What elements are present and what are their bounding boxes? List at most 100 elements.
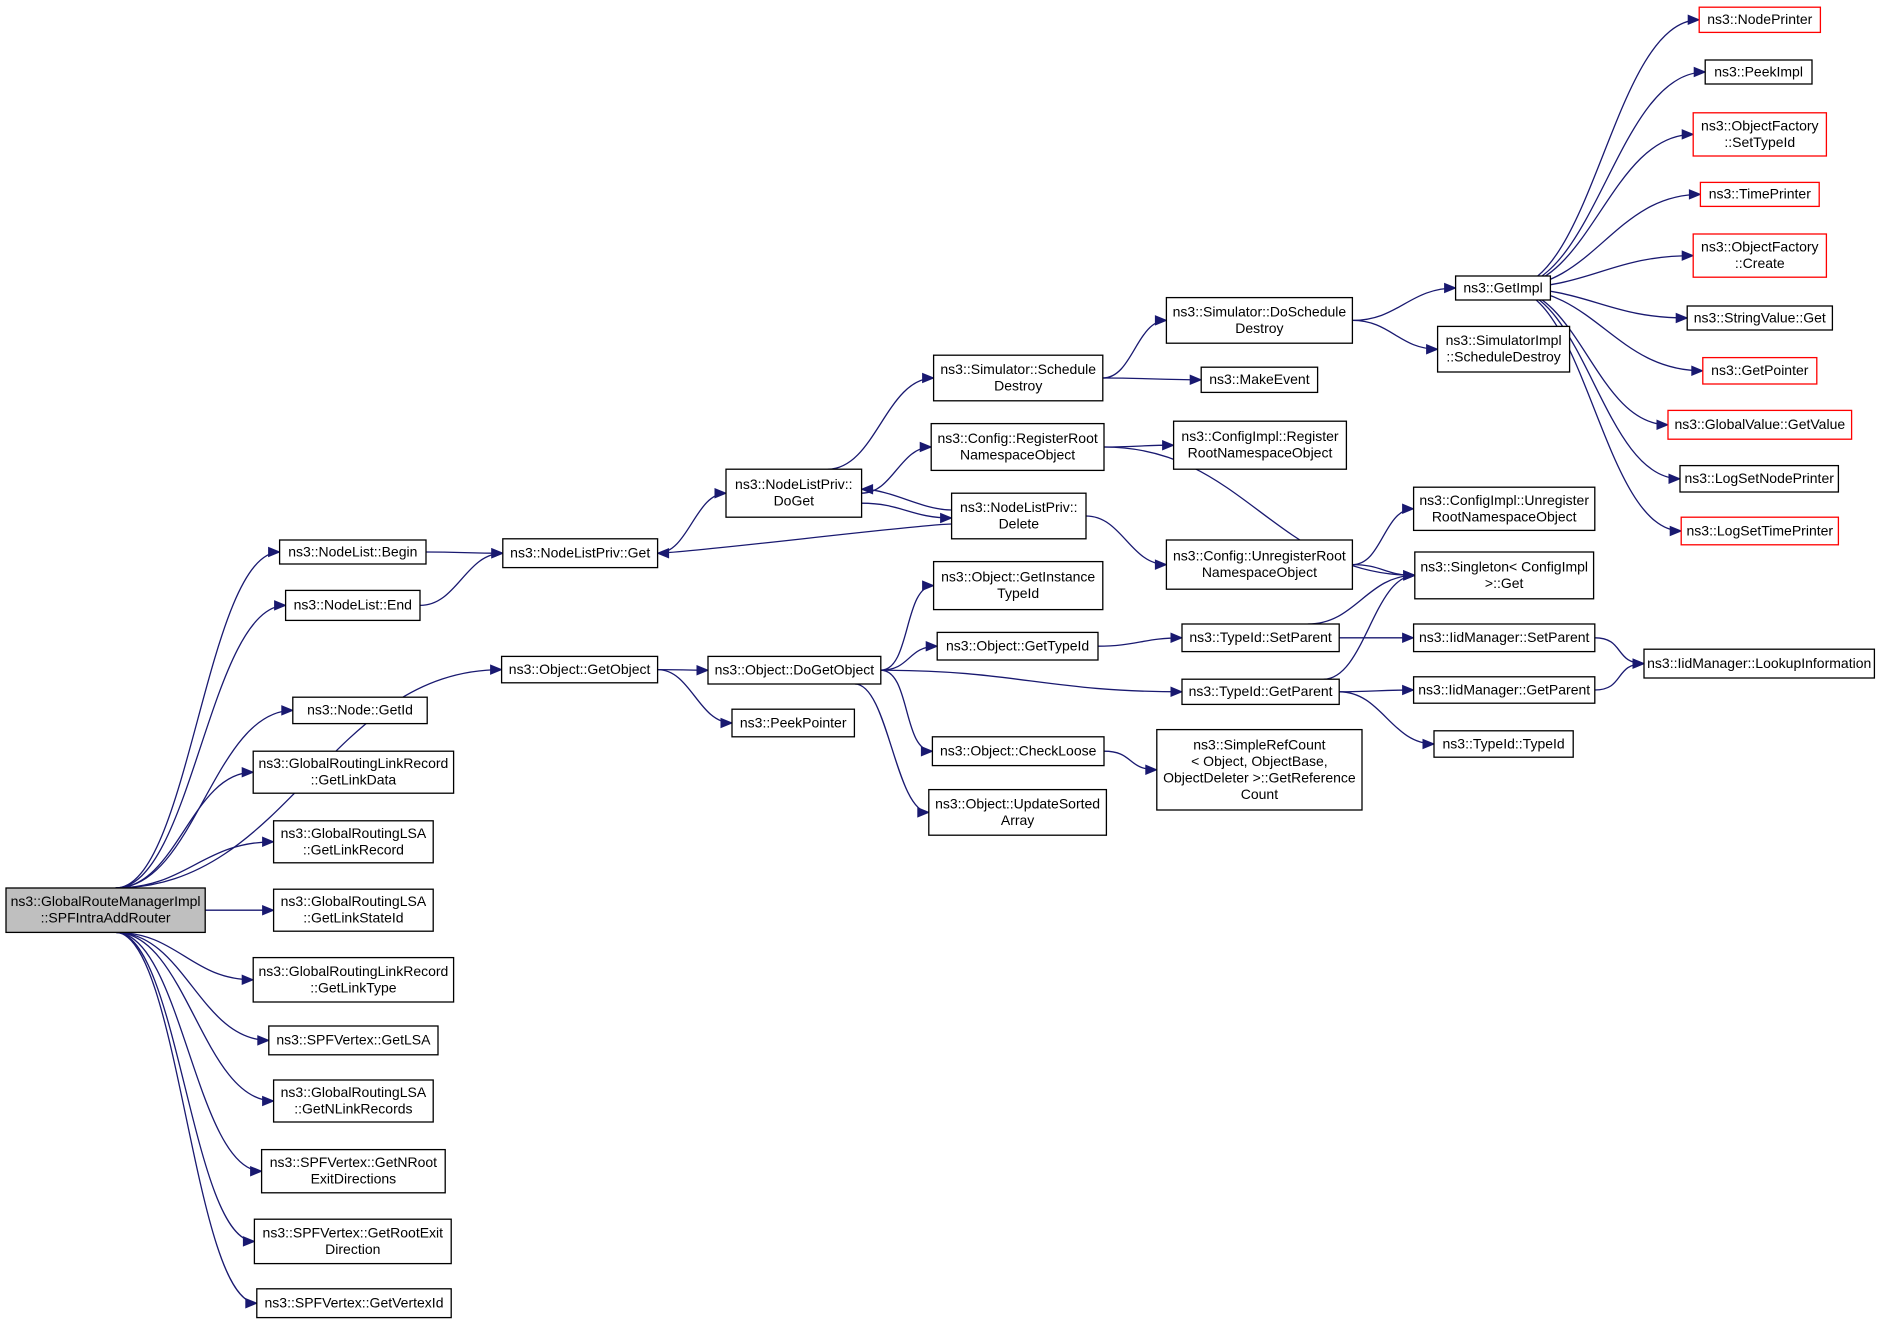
node-peekpointer[interactable]: ns3::PeekPointer [731, 708, 856, 738]
edge-typeid_getparent-to-typeid_typeid [1339, 691, 1435, 745]
node-obj_checkloose[interactable]: ns3::Object::CheckLoose [931, 736, 1105, 767]
node-label: ExitDirections [311, 1171, 397, 1187]
node-box [253, 1218, 452, 1265]
node-root[interactable]: ns3::GlobalRouteManagerImpl::SPFIntraAdd… [5, 887, 206, 934]
node-makeevent[interactable]: ns3::MakeEvent [1200, 366, 1319, 394]
node-iid_setparent[interactable]: ns3::IidManager::SetParent [1412, 623, 1596, 653]
node-stringvalue_get[interactable]: ns3::StringValue::Get [1686, 305, 1834, 331]
edge-sim_scheduledestroy-to-sim_doscheduledestroy [1102, 319, 1167, 379]
node-label: ns3::NodeListPriv::Get [510, 544, 650, 560]
node-box [256, 1288, 452, 1319]
node-nlp_get[interactable]: ns3::NodeListPriv::Get [502, 538, 659, 569]
node-box [5, 887, 206, 934]
edge-nlp_doget-to-sim_scheduledestroy [827, 377, 934, 470]
arrowhead-getimpl-to-logsetnodeprinter [1668, 473, 1682, 485]
arrowhead-getimpl-to-of_create [1681, 250, 1695, 261]
node-label: ns3::Object::GetInstance [941, 569, 1095, 585]
arrowhead-obj_checkloose-to-simplerefcount [1145, 764, 1159, 776]
edge-obj_dogetobject-to-obj_getinstancetypeid [880, 584, 934, 671]
node-logsetnodeprinter[interactable]: ns3::LogSetNodePrinter [1679, 464, 1840, 493]
node-cfg_unregisterroot[interactable]: ns3::Config::UnregisterRootNamespaceObje… [1165, 539, 1354, 590]
node-iid_getparent[interactable]: ns3::IidManager::GetParent [1412, 676, 1596, 704]
node-label: ns3::Object::GetObject [509, 661, 651, 677]
node-label: Array [1001, 812, 1034, 828]
node-grlsa_getlinkstateid[interactable]: ns3::GlobalRoutingLSA::GetLinkStateId [272, 888, 434, 932]
node-cfgimpl_register[interactable]: ns3::ConfigImpl::RegisterRootNamespaceOb… [1172, 420, 1348, 470]
node-label: < Object, ObjectBase, [1191, 753, 1328, 769]
edge-root-to-grlsa_getlinkrecord [115, 841, 274, 889]
node-box [1680, 516, 1840, 546]
node-typeid_typeid[interactable]: ns3::TypeId::TypeId [1433, 730, 1574, 758]
node-label: RootNamespaceObject [1432, 508, 1577, 524]
node-box [1165, 296, 1354, 344]
node-timeprinter[interactable]: ns3::TimePrinter [1699, 181, 1820, 208]
node-box [292, 696, 428, 725]
node-box [1454, 275, 1552, 301]
node-grlsa_getlinkrecord[interactable]: ns3::GlobalRoutingLSA::GetLinkRecord [272, 820, 434, 864]
node-singleton_get[interactable]: ns3::Singleton< ConfigImpl>::Get [1414, 551, 1595, 600]
node-grlr_getlinktype[interactable]: ns3::GlobalRoutingLinkRecord::GetLinkTyp… [252, 956, 455, 1003]
node-nlp_delete[interactable]: ns3::NodeListPriv::Delete [950, 492, 1087, 540]
node-label: Direction [325, 1241, 380, 1257]
node-getpointer[interactable]: ns3::GetPointer [1702, 356, 1818, 385]
node-nodeprinter[interactable]: ns3::NodePrinter [1698, 6, 1822, 34]
node-sim_scheduledestroy[interactable]: ns3::Simulator::ScheduleDestroy [932, 354, 1104, 402]
node-logsettimeprinter[interactable]: ns3::LogSetTimePrinter [1680, 516, 1840, 546]
node-node_getid[interactable]: ns3::Node::GetId [292, 696, 428, 725]
node-nlp_doget[interactable]: ns3::NodeListPriv::DoGet [725, 468, 863, 518]
node-label: ns3::MakeEvent [1209, 371, 1309, 387]
node-spf_getlsa[interactable]: ns3::SPFVertex::GetLSA [268, 1025, 439, 1056]
node-grlr_getlinkdata[interactable]: ns3::GlobalRoutingLinkRecord::GetLinkDat… [252, 750, 455, 794]
arrowhead-root-to-grlsa_getlinkrecord [262, 836, 275, 848]
node-label: ns3::SimpleRefCount [1193, 736, 1325, 752]
node-obj_dogetobject[interactable]: ns3::Object::DoGetObject [707, 655, 882, 685]
node-typeid_getparent[interactable]: ns3::TypeId::GetParent [1181, 678, 1340, 706]
edge-root-to-spf_getlsa [115, 931, 269, 1042]
node-grlsa_getnlinkrecords[interactable]: ns3::GlobalRoutingLSA::GetNLinkRecords [272, 1079, 434, 1123]
arrowhead-nlp_get-to-nlp_doget [714, 487, 728, 499]
node-label: ::Create [1735, 255, 1785, 271]
node-iid_lookupinfo[interactable]: ns3::IidManager::LookupInformation [1643, 648, 1876, 679]
node-box [932, 354, 1104, 402]
arrowhead-getimpl-to-gv_getvalue [1656, 419, 1670, 431]
edge-nl_begin-to-nlp_get [425, 551, 503, 554]
node-simimpl_scheduledestroy[interactable]: ns3::SimulatorImpl::ScheduleDestroy [1436, 325, 1571, 373]
node-typeid_setparent[interactable]: ns3::TypeId::SetParent [1181, 623, 1340, 653]
arrowhead-root-to-nl_begin [268, 546, 281, 558]
node-simplerefcount[interactable]: ns3::SimpleRefCount< Object, ObjectBase,… [1156, 728, 1363, 811]
node-label: DoGet [774, 493, 815, 509]
node-label: ::SetTypeId [1724, 134, 1795, 150]
arrowhead-sim_scheduledestroy-to-makeevent [1189, 374, 1203, 386]
node-of_create[interactable]: ns3::ObjectFactory::Create [1692, 233, 1828, 278]
node-box [1692, 112, 1828, 157]
edge-typeid_setparent-to-singleton_get [1307, 574, 1415, 625]
node-nl_begin[interactable]: ns3::NodeList::Begin [278, 539, 427, 565]
node-label: ns3::TypeId::SetParent [1189, 629, 1332, 645]
edge-nlp_get-to-nlp_doget [657, 492, 727, 554]
node-getimpl[interactable]: ns3::GetImpl [1454, 275, 1552, 301]
node-gv_getvalue[interactable]: ns3::GlobalValue::GetValue [1667, 409, 1853, 440]
node-nl_end[interactable]: ns3::NodeList::End [284, 589, 421, 622]
node-peekimpl[interactable]: ns3::PeekImpl [1704, 59, 1813, 85]
node-label: ns3::Object::CheckLoose [940, 742, 1097, 758]
node-obj_gettypeid[interactable]: ns3::Object::GetTypeId [936, 631, 1099, 661]
arrowhead-cfg_registerroot-to-cfgimpl_register [1162, 439, 1175, 451]
arrowhead-sim_doscheduledestroy-to-getimpl [1444, 282, 1457, 294]
node-label: NamespaceObject [960, 447, 1075, 463]
node-label: NamespaceObject [1202, 564, 1317, 580]
edge-sim_doscheduledestroy-to-simimpl_scheduledestroy [1352, 319, 1438, 350]
node-of_settypeid[interactable]: ns3::ObjectFactory::SetTypeId [1692, 112, 1828, 157]
node-obj_getobject[interactable]: ns3::Object::GetObject [500, 655, 659, 684]
node-cfgimpl_unregister[interactable]: ns3::ConfigImpl::UnregisterRootNamespace… [1412, 486, 1596, 532]
node-label: ns3::NodeList::Begin [288, 543, 417, 559]
node-label: ns3::SimulatorImpl [1446, 332, 1562, 348]
node-label: ns3::TypeId::GetParent [1189, 683, 1333, 699]
node-box [1412, 486, 1596, 532]
node-spf_getvertexid[interactable]: ns3::SPFVertex::GetVertexId [256, 1288, 452, 1319]
